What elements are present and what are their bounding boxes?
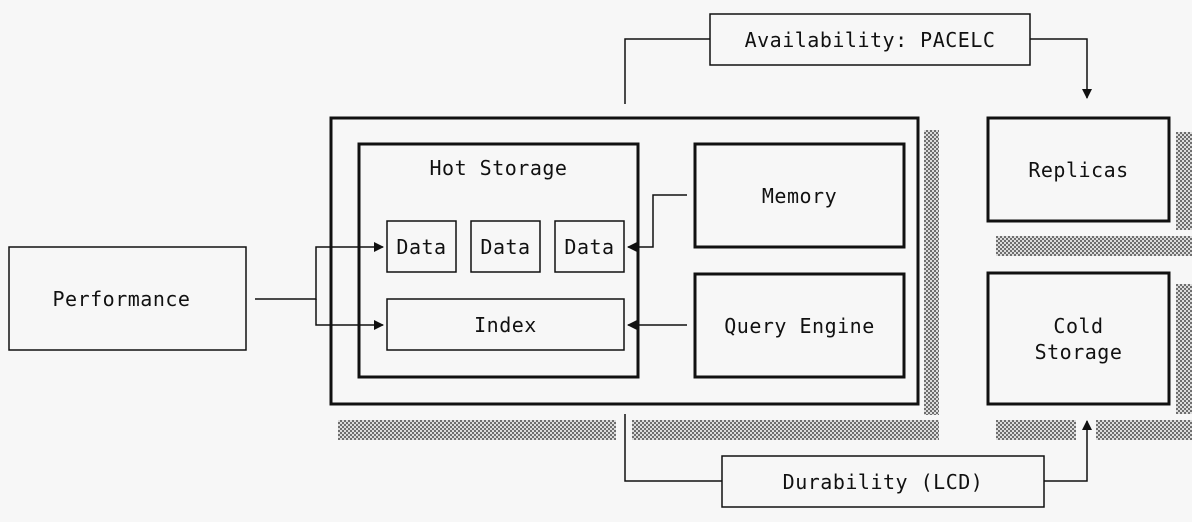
- performance-to-index-arrow: [315, 299, 384, 330]
- main-container-shadow-right: [924, 130, 939, 415]
- data-label-3: Data: [564, 234, 615, 259]
- query-engine-box: [693, 272, 906, 379]
- memory-to-data-arrow: [627, 194, 687, 252]
- data-label-2: Data: [480, 234, 531, 259]
- index-box: [386, 298, 625, 351]
- data-box-2: [470, 220, 541, 273]
- performance-label: Performance: [52, 286, 191, 311]
- connectors: [255, 38, 1087, 482]
- hot-storage-label: Hot Storage: [429, 156, 568, 180]
- data-box-1: [386, 220, 457, 273]
- performance-box: [8, 246, 247, 351]
- index-label: Index: [474, 312, 537, 337]
- cold-storage-shadow-bottom-left: [996, 420, 1076, 440]
- memory-label: Memory: [761, 183, 838, 208]
- cold-storage-shadow-bottom-right: [1096, 420, 1192, 440]
- replicas-label: Replicas: [1028, 157, 1129, 182]
- shadows: [338, 130, 1192, 440]
- main-container-shadow-bottom-right: [632, 420, 939, 440]
- replicas-shadow-right: [1176, 132, 1192, 230]
- durability-arrow: [624, 414, 1087, 482]
- availability-label: Availability: PACELC: [744, 27, 996, 52]
- availability-arrow: [624, 38, 1087, 104]
- replicas-box: [986, 116, 1171, 223]
- durability-label: Durability (LCD): [782, 469, 984, 494]
- replicas-shadow-bottom: [996, 236, 1192, 256]
- main-container-box: [329, 116, 920, 406]
- query-engine-label: Query Engine: [724, 313, 875, 338]
- performance-to-data-arrow: [255, 242, 384, 300]
- cold-storage-box: [986, 271, 1171, 406]
- data-box-3: [554, 220, 625, 273]
- memory-box: [693, 142, 906, 249]
- cold-storage-label: Cold Storage: [1034, 313, 1123, 364]
- main-container-shadow-bottom-left: [338, 420, 616, 440]
- data-label-1: Data: [396, 234, 447, 259]
- hot-storage-box: [357, 142, 640, 379]
- cold-storage-shadow-right: [1176, 284, 1192, 414]
